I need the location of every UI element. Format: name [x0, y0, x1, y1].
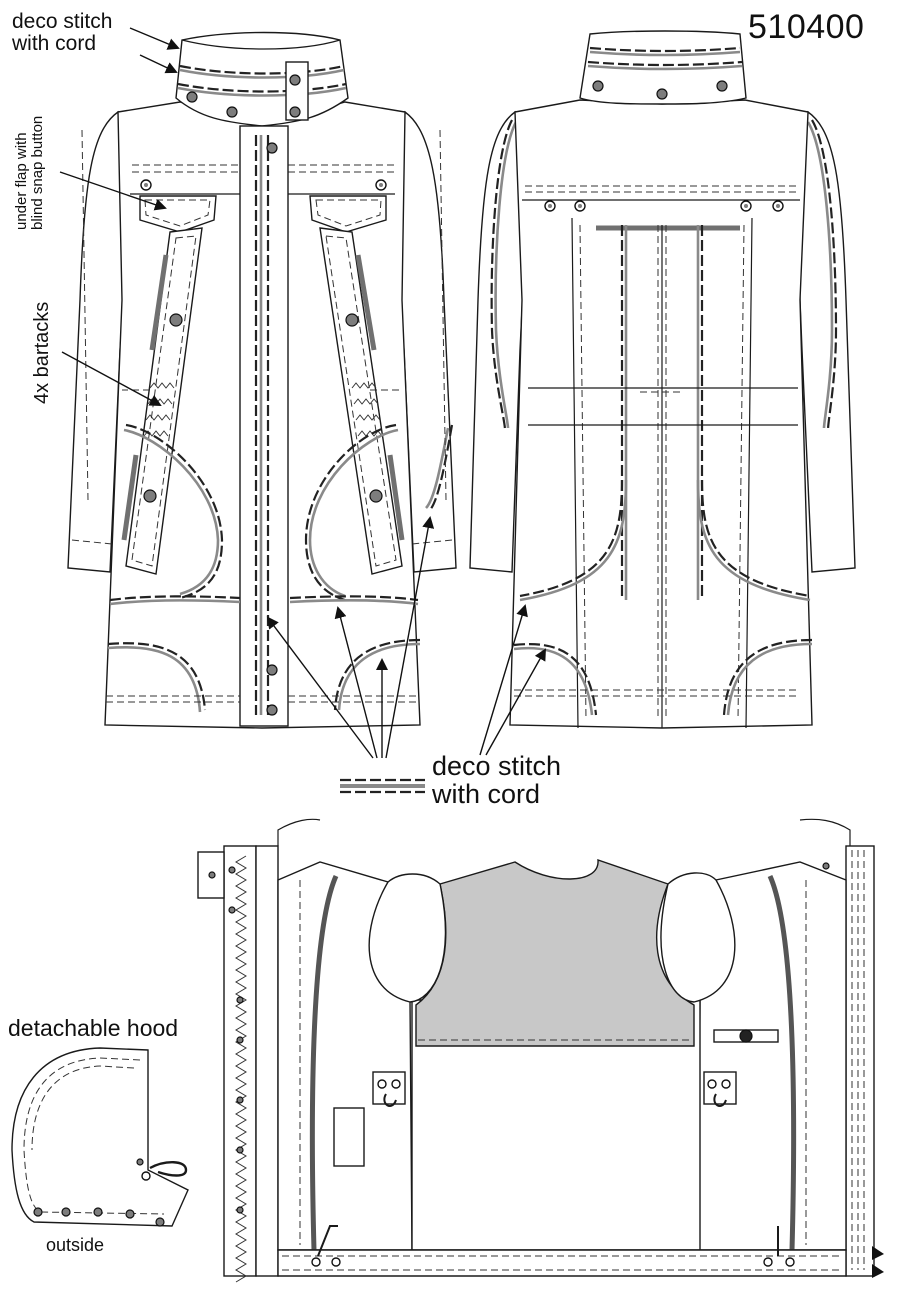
style-code: 510400 — [748, 8, 865, 46]
front-left-sleeve — [67, 110, 129, 573]
under-flap-line1: under flap with — [13, 132, 30, 230]
under-flap-line2: blind snap button — [28, 115, 46, 230]
collar-deco-stitch — [179, 64, 345, 75]
hood-outside-label: outside — [46, 1235, 105, 1255]
deco-main-line2: with cord — [432, 779, 541, 810]
deco-stitch-legend-sample — [340, 778, 425, 794]
bartacks-label: 4x bartacks — [31, 301, 53, 404]
collar-snap-icon — [186, 91, 198, 103]
front-right-pocket-curve — [304, 423, 397, 602]
front-placket — [239, 125, 289, 727]
bartack-zigzag — [149, 382, 175, 389]
back-view-jacket — [469, 30, 856, 729]
collar-deco-line1: deco stitch — [12, 10, 113, 33]
under-flap-label: under flap with blind snap button — [13, 115, 46, 230]
inside-pocket — [333, 1107, 365, 1167]
collar-deco-label: deco stitch with cord — [12, 10, 113, 56]
front-view-jacket — [67, 31, 457, 729]
back-lining-gray — [415, 858, 695, 1047]
collar-snap-icon — [289, 106, 301, 118]
collar-snap-icon — [226, 106, 238, 118]
back-body — [509, 99, 813, 729]
right-chest-flap — [309, 195, 387, 233]
front-collar — [175, 31, 349, 127]
deco-stitch-main-label: deco stitch with cord — [432, 752, 561, 809]
collar-snap-icon — [289, 74, 301, 86]
hood-title: detachable hood — [8, 1015, 179, 1041]
detachable-hood-drawing — [11, 1047, 189, 1227]
front-left-pocket-curve — [125, 423, 224, 600]
deco-main-line1: deco stitch — [432, 751, 562, 781]
left-pocket-welt — [125, 227, 203, 575]
inside-view-jacket — [197, 818, 884, 1283]
callout-arrows — [59, 27, 546, 759]
collar-deco-line2: with cord — [12, 32, 97, 56]
right-pocket-welt — [319, 227, 403, 575]
